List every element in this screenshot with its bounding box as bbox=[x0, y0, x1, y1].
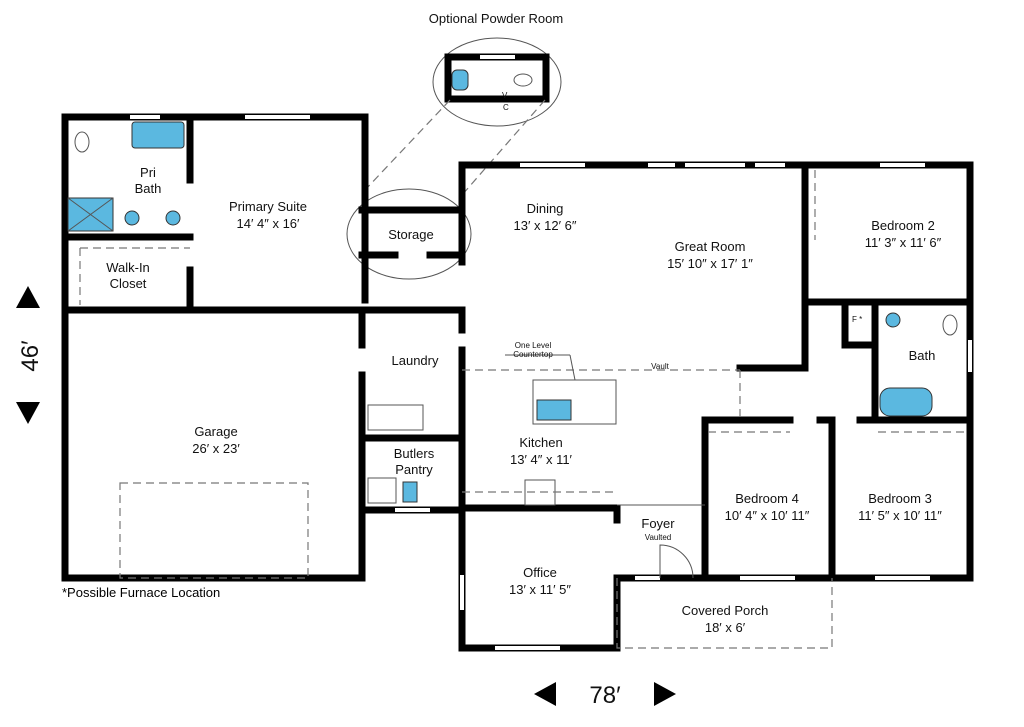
sink-icon bbox=[124, 210, 140, 226]
countertop-note: Countertop bbox=[513, 350, 553, 359]
countertop-note: One Level bbox=[515, 341, 552, 350]
primary-suite-label: Primary Suite bbox=[229, 199, 307, 214]
kitchen-sink-icon bbox=[536, 399, 572, 421]
powder-room-callout bbox=[432, 37, 562, 127]
toilet-icon bbox=[74, 131, 90, 153]
dining-label: Dining bbox=[527, 201, 564, 216]
butlers-label: Butlers bbox=[394, 446, 435, 461]
arrow-right-icon bbox=[654, 682, 676, 706]
walls bbox=[61, 113, 974, 652]
walk-in-label: Closet bbox=[110, 276, 147, 291]
bedroom3-label: Bedroom 3 bbox=[868, 491, 932, 506]
width-dimension: 78′ bbox=[589, 682, 621, 709]
svg-text:C: C bbox=[503, 103, 509, 112]
kitchen-label: Kitchen bbox=[519, 435, 562, 450]
bedroom2-size: 11′ 3″ x 11′ 6″ bbox=[865, 235, 942, 250]
svg-text:V: V bbox=[502, 91, 508, 100]
dashed-lines bbox=[79, 170, 967, 649]
foyer-note: Vaulted bbox=[645, 533, 672, 542]
foyer-label: Foyer bbox=[641, 516, 675, 531]
bath-sink-icon bbox=[885, 312, 901, 328]
kitchen-size: 13′ 4″ x 11′ bbox=[510, 452, 573, 467]
bath-label: Bath bbox=[909, 348, 936, 363]
arrow-up-icon bbox=[16, 286, 40, 308]
arrow-down-icon bbox=[16, 402, 40, 424]
pantry-sink-icon bbox=[402, 481, 418, 503]
powder-room-title: Optional Powder Room bbox=[429, 11, 563, 26]
bath-toilet-icon bbox=[942, 314, 958, 336]
vault-note: Vault bbox=[651, 362, 669, 371]
powder-toilet-icon bbox=[513, 73, 533, 87]
furnace-mark: F * bbox=[852, 315, 862, 324]
dining-size: 13′ x 12′ 6″ bbox=[514, 218, 577, 233]
office-size: 13′ x 11′ 5″ bbox=[509, 582, 571, 597]
bedroom3-size: 11′ 5″ x 10′ 11″ bbox=[858, 508, 942, 523]
bedroom4-label: Bedroom 4 bbox=[735, 491, 799, 506]
porch-size: 18′ x 6′ bbox=[705, 620, 746, 635]
bedroom4-size: 10′ 4″ x 10′ 11″ bbox=[725, 508, 810, 523]
pri-bath-label: Pri bbox=[140, 165, 156, 180]
sink-icon bbox=[165, 210, 181, 226]
windows bbox=[130, 115, 972, 650]
office-label: Office bbox=[523, 565, 557, 580]
walk-in-label: Walk-In bbox=[106, 260, 150, 275]
bedroom2-label: Bedroom 2 bbox=[871, 218, 935, 233]
storage-callout bbox=[346, 188, 472, 280]
butlers-label: Pantry bbox=[395, 462, 433, 477]
laundry-label: Laundry bbox=[392, 353, 439, 368]
porch-label: Covered Porch bbox=[682, 603, 769, 618]
garage-size: 26′ x 23′ bbox=[192, 441, 240, 456]
powder-sink-icon bbox=[451, 69, 469, 91]
storage-label: Storage bbox=[388, 227, 434, 242]
primary-suite-size: 14′ 4″ x 16′ bbox=[237, 216, 301, 231]
depth-dimension: 46′ bbox=[17, 340, 44, 372]
great-room-label: Great Room bbox=[675, 239, 746, 254]
pri-bath-label: Bath bbox=[135, 181, 162, 196]
tub-icon bbox=[131, 121, 185, 149]
furnace-note: *Possible Furnace Location bbox=[62, 585, 220, 600]
great-room-size: 15′ 10″ x 17′ 1″ bbox=[667, 256, 753, 271]
bath-tub-icon bbox=[879, 387, 933, 417]
arrow-left-icon bbox=[534, 682, 556, 706]
garage-label: Garage bbox=[194, 424, 237, 439]
